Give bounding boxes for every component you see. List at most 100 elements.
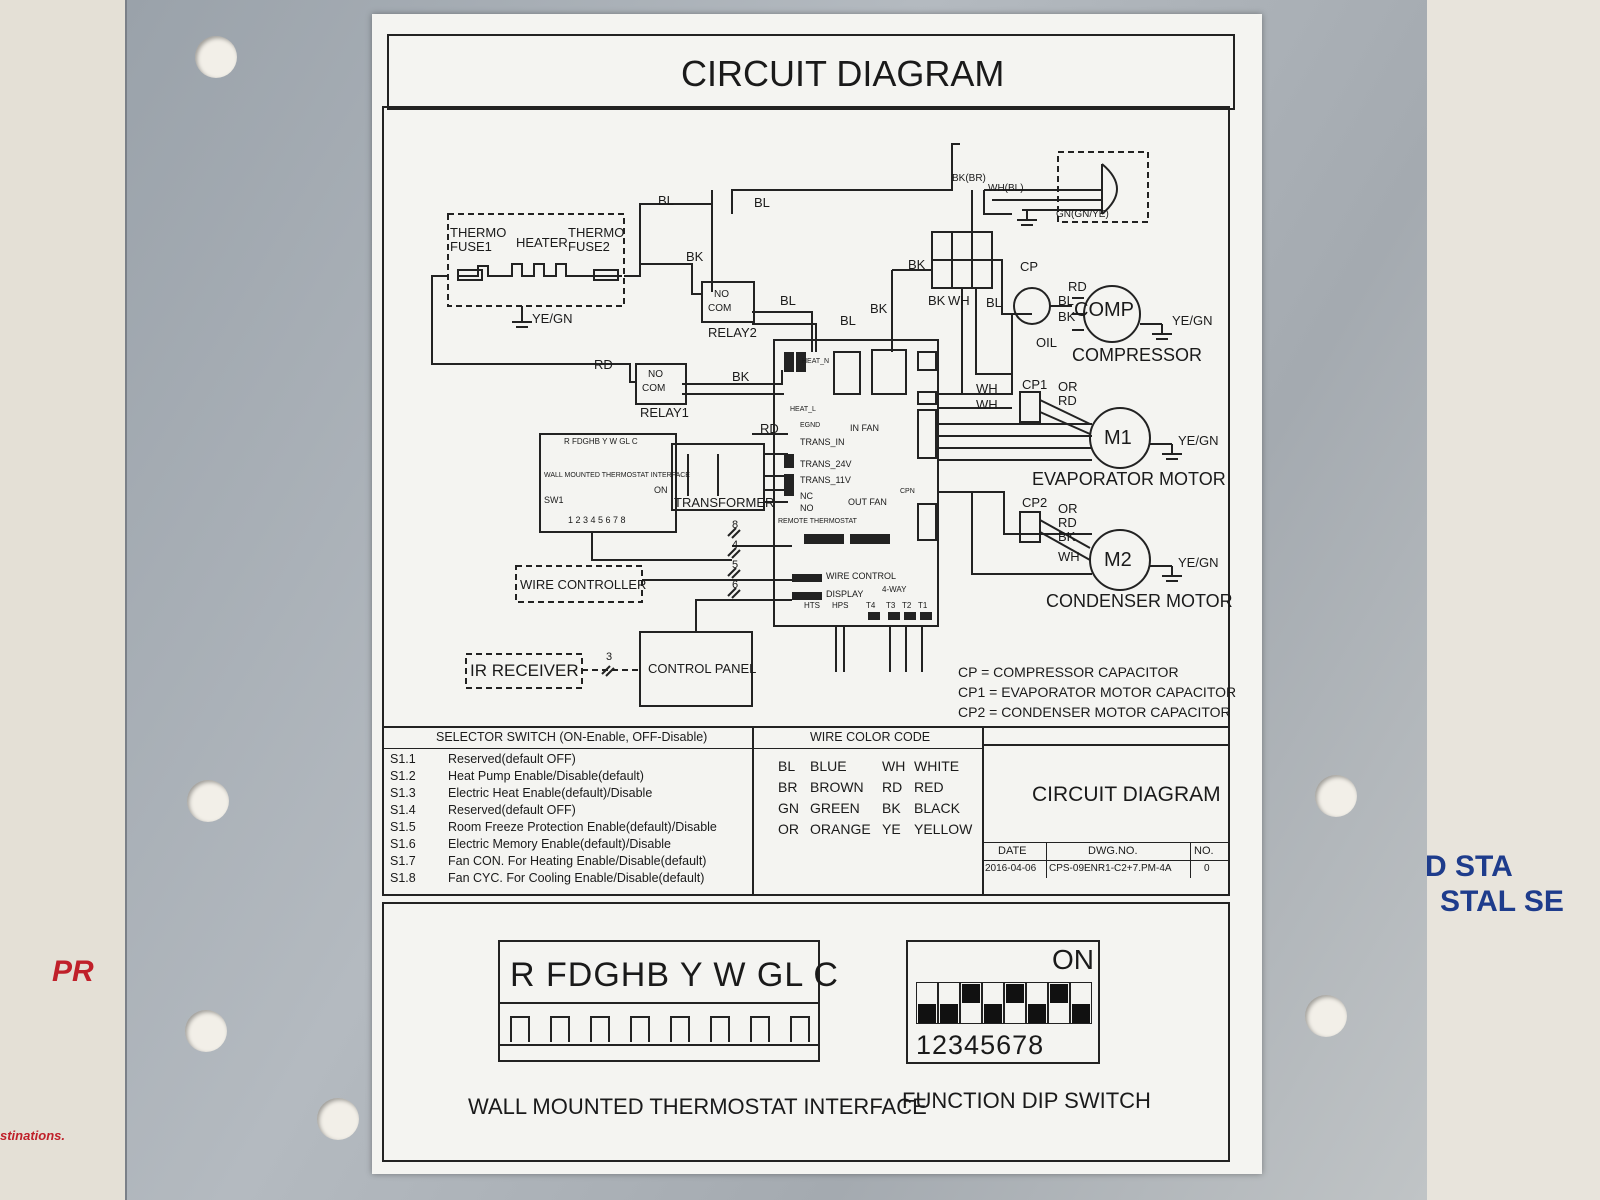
thermo-fuse1-label: THERMO FUSE1 (450, 225, 507, 254)
evaporator-motor-symbol (1089, 407, 1151, 469)
background-left (0, 0, 140, 1200)
wire-tag-bk-2: BK (732, 369, 750, 384)
mini-sw1-label: SW1 (544, 495, 564, 505)
relay1-com: COM (642, 383, 666, 394)
dip-switch-knob (918, 1004, 936, 1023)
interface-panel (382, 902, 1230, 1162)
thermo-fuse2-symbol (593, 269, 619, 281)
board-no: NO (800, 503, 814, 513)
relay1-box (635, 363, 687, 405)
sel-id: S1.7 (390, 854, 416, 868)
tstat-slot (790, 1016, 810, 1042)
relay2-box (701, 281, 755, 323)
tstat-slot (510, 1016, 530, 1042)
wcc-code: BL (778, 758, 796, 774)
tstat-slot (590, 1016, 610, 1042)
mini-dip-digits: 1 2 3 4 5 6 7 8 (568, 515, 626, 525)
cp1-label: CP1 (1022, 377, 1048, 392)
comp-ground-label: YE/GN (1172, 313, 1213, 328)
wire-tag-bk-1: BK (686, 249, 704, 264)
sel-id: S1.3 (390, 786, 416, 800)
selector-switch-header: SELECTOR SWITCH (ON-Enable, OFF-Disable) (436, 730, 708, 744)
sel-id: S1.6 (390, 837, 416, 851)
comp-label: COMP (1074, 299, 1134, 321)
sel-desc: Heat Pump Enable/Disable(default) (448, 769, 644, 783)
postal-text-right1: D STA (1425, 850, 1513, 883)
wire-tag-wh-4: WH (1058, 549, 1080, 564)
legend-cp2: CP2 = CONDENSER MOTOR CAPACITOR (958, 704, 1231, 720)
wire-tag-bl-2: BL (754, 195, 770, 210)
wire-tag-bk-7: BK (1058, 309, 1076, 324)
m2-ground-label: YE/GN (1178, 555, 1219, 570)
dip-on-label: ON (1052, 944, 1094, 975)
harness-num-8: 8 (732, 519, 739, 531)
wcc-code: OR (778, 821, 799, 837)
board-remote-thermostat: REMOTE THERMOSTAT (778, 518, 857, 525)
wire-tag-bl-5: BL (986, 295, 1002, 310)
wire-tag-rd-5: RD (1068, 279, 1087, 294)
wire-tag-bk-4: BK (908, 257, 926, 272)
transformer-label: TRANSFORMER (674, 495, 775, 510)
legend-cp1: CP1 = EVAPORATOR MOTOR CAPACITOR (958, 684, 1237, 700)
dip-switch-7 (1048, 982, 1070, 1024)
sel-id: S1.8 (390, 871, 416, 885)
relay2-com: COM (708, 303, 732, 314)
tstat-slot (550, 1016, 570, 1042)
dip-switch-knob (1072, 1004, 1090, 1023)
board-hts: HTS (804, 601, 820, 610)
postal-text-left2: stinations. (0, 1128, 66, 1143)
sel-desc: Fan CYC. For Cooling Enable/Disable(defa… (448, 871, 705, 885)
dip-caption: FUNCTION DIP SWITCH (902, 1088, 1151, 1113)
heater-ground-label: YE/GN (532, 311, 573, 326)
thermo-fuse1-symbol (457, 269, 483, 281)
wcc-code: BR (778, 779, 798, 795)
board-t3: T3 (886, 601, 896, 610)
board-display: DISPLAY (826, 589, 864, 599)
wire-tag-or-1: OR (1058, 379, 1078, 394)
wire-tag-rd-2: RD (760, 421, 779, 436)
m1-ground-label: YE/GN (1178, 433, 1219, 448)
harness-num-3: 3 (606, 651, 613, 663)
oil-label: OIL (1036, 335, 1057, 350)
wcc-name: WHITE (914, 758, 960, 774)
dip-switch-knob (1028, 1004, 1046, 1023)
wcc-code: YE (882, 821, 901, 837)
title-block (982, 744, 1230, 896)
dip-switch-8 (1070, 982, 1092, 1024)
board-nc: NC (800, 491, 813, 501)
mini-on-label: ON (654, 485, 668, 495)
sel-id: S1.5 (390, 820, 416, 834)
board-in-fan: IN FAN (850, 423, 880, 433)
control-panel-label: CONTROL PANEL (648, 661, 757, 676)
background-right (1400, 0, 1600, 1200)
wcc-name: RED (914, 779, 944, 795)
board-t2: T2 (902, 601, 912, 610)
wcc-name: GREEN (810, 800, 860, 816)
wire-tag-bl-3: BL (780, 293, 796, 308)
diagram-title: CIRCUIT DIAGRAM (681, 53, 1005, 94)
dip-switch-knob (940, 1004, 958, 1023)
cp2-label: CP2 (1022, 495, 1048, 510)
wire-color-header: WIRE COLOR CODE (810, 730, 931, 744)
wcc-name: ORANGE (810, 821, 871, 837)
board-trans-11v: TRANS_11V (800, 475, 851, 485)
fan-wh-label: WH(BL) (988, 183, 1024, 194)
wire-controller-label: WIRE CONTROLLER (520, 577, 647, 592)
panel-hole (195, 36, 237, 78)
m1-label: M1 (1104, 427, 1132, 449)
panel-hole (1305, 995, 1347, 1037)
relay2-no: NO (714, 289, 729, 300)
date-label: DATE (998, 845, 1027, 857)
wire-tag-or-2: OR (1058, 501, 1078, 516)
no-label: NO. (1194, 845, 1214, 857)
tstat-slot (630, 1016, 650, 1042)
dip-switch-knob (1006, 984, 1024, 1003)
wcc-code: GN (778, 800, 799, 816)
ir-receiver-label: IR RECEIVER (470, 661, 579, 680)
mini-tstat-caption: WALL MOUNTED THERMOSTAT INTERFACE (544, 472, 690, 479)
title-block-title: CIRCUIT DIAGRAM (1032, 783, 1221, 806)
board-hps: HPS (832, 601, 849, 610)
panel-hole (185, 1010, 227, 1052)
thermo-fuse2-label: THERMO FUSE2 (568, 225, 625, 254)
m2-label: M2 (1104, 549, 1132, 571)
